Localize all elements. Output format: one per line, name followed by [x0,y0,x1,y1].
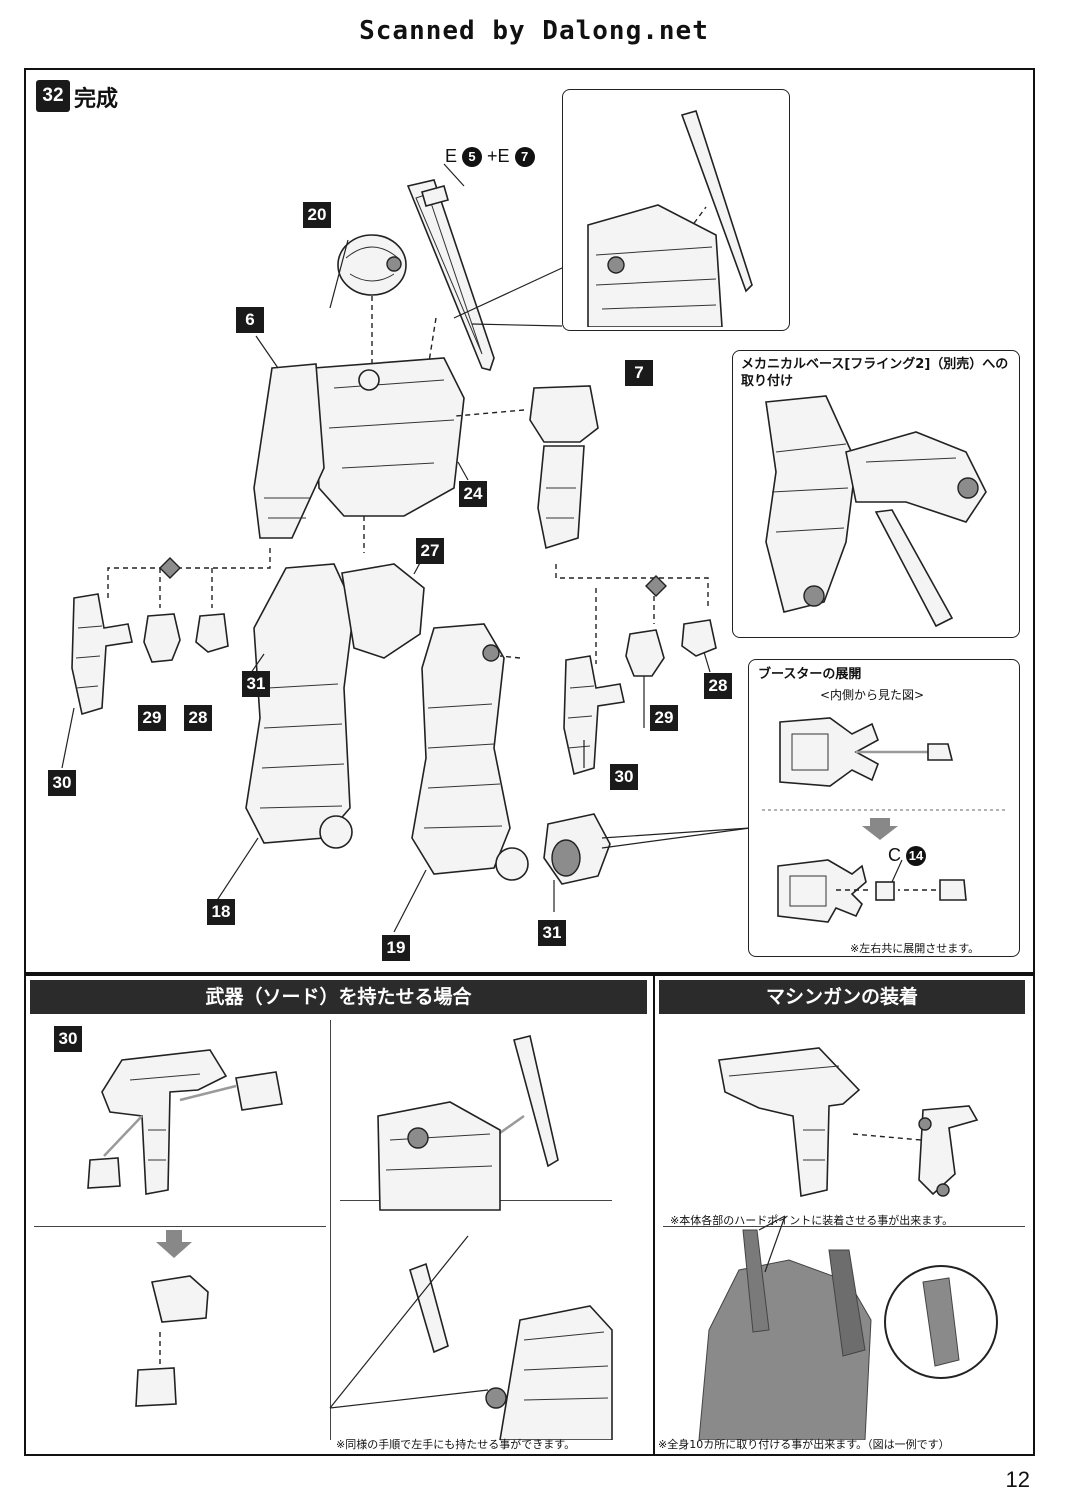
sword-panel-divider-vertical [330,1020,331,1440]
machinegun-note-1: ※本体各部のハードポイントに装着させる事が出来ます。 [670,1214,954,1227]
sword-panel-illustration [87,1035,613,1440]
hand-29-left-drawing [143,613,181,663]
booster-note: ※左右共に展開させます。 [850,942,980,955]
machinegun-panel-illustration [698,1047,998,1440]
part-badge-30-right: 30 [610,764,638,790]
part-badge-24: 24 [459,481,487,507]
part-badge-7: 7 [625,360,653,386]
part-badge-30-sword-panel: 30 [54,1026,82,1052]
booster-c-letter: C [888,845,901,865]
head-drawing [337,234,407,296]
sword-drawing [406,179,495,371]
booster-subtitle: <内側から見た図> [820,688,925,702]
sword-panel-note: ※同様の手順で左手にも持たせる事ができます。 [336,1438,576,1451]
torso-drawing [253,357,465,539]
sword-panel-divider-left [34,1226,326,1227]
sword-part-label: E 5 +E 7 [445,146,535,168]
part-badge-27: 27 [416,538,444,564]
machinegun-panel-title: マシンガンの装着 [659,980,1025,1014]
hand-29-right-drawing [625,629,665,677]
part-badge-6: 6 [236,307,264,333]
step-frame [24,68,1035,974]
booster-c-number: 14 [906,846,927,867]
part-badge-20: 20 [303,202,331,228]
assembly-illustration [61,163,751,933]
hand-28-right-drawing [681,619,717,657]
part-badge-28-left: 28 [184,705,212,731]
sword-num2: 7 [514,147,535,168]
mechanical-base-title: メカニカルベース[フライング2]（別売）への取り付け [741,357,1009,389]
part-badge-30-left: 30 [48,770,76,796]
part-badge-31-body: 31 [242,671,270,697]
step-title: 完成 [74,87,119,112]
sword-plus: +E [487,146,510,166]
leg-left-drawing [411,623,529,881]
machinegun-panel-frame [653,974,1035,1456]
booster-title: ブースターの展開 [758,667,862,682]
hand-28-left-drawing [195,613,229,653]
part-badge-31-booster: 31 [538,920,566,946]
part-badge-29-left: 29 [138,705,166,731]
sword-inset-illustration [587,110,753,327]
sword-panel-title: 武器（ソード）を持たせる場合 [30,980,647,1014]
page-number: 12 [1005,1467,1030,1492]
machinegun-right-drawing [563,655,625,776]
sword-num1: 5 [462,147,483,168]
machinegun-note-2: ※全身10カ所に取り付ける事が出来ます。（図は一例です） [658,1438,950,1451]
part-badge-29-right: 29 [650,705,678,731]
mechanical-base-illustration [765,395,987,628]
booster-c-label: C 14 [888,845,927,867]
machinegun-panel-divider [663,1226,1025,1227]
part-badge-18: 18 [207,899,235,925]
machinegun-left-drawing [71,593,133,716]
part-badge-28-right: 28 [704,673,732,699]
step-number-badge: 32 [36,80,70,112]
sword-prefix: E [445,146,458,166]
scan-credit: Scanned by Dalong.net [359,16,709,46]
leg-right-drawing [245,563,425,849]
booster-drawing [543,813,611,885]
right-arm-drawing [529,385,599,550]
booster-illustration [762,717,1008,923]
part-badge-19: 19 [382,935,410,961]
